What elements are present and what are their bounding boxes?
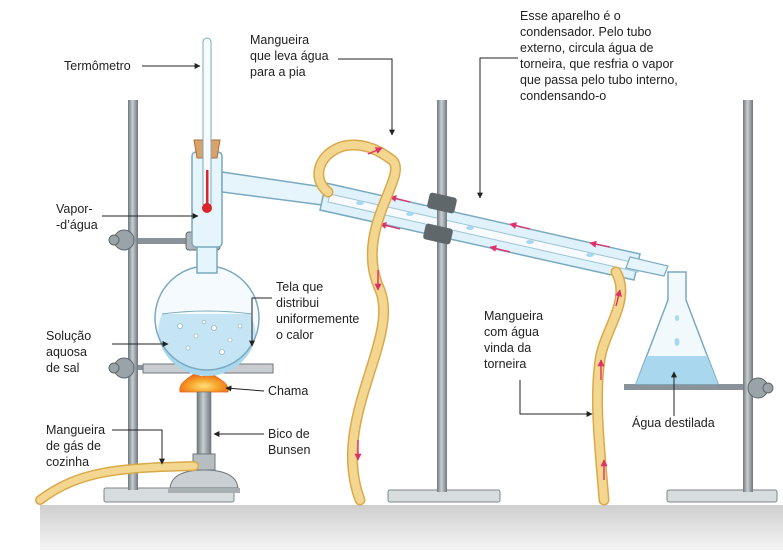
label-flame: Chama [268, 383, 308, 399]
distilling-head [192, 152, 330, 247]
receiving-flask [636, 272, 718, 384]
label-thermometer: Termômetro [64, 58, 131, 74]
inlet-hose [597, 272, 620, 500]
label-wire-gauze: Tela que distribui uniformemente o calor [276, 279, 359, 343]
label-gas-hose: Mangueira de gás de cozinha [46, 422, 105, 470]
label-condenser: Esse aparelho é o condensador. Pelo tubo… [520, 8, 678, 104]
bunsen-burner [168, 392, 240, 493]
middle-support-stand [388, 100, 500, 502]
label-salt-solution: Solução aquosa de sal [46, 328, 91, 376]
label-outlet-hose: Mangueira que leva água para a pia [250, 32, 329, 80]
label-inlet-hose: Mangueira com água vinda da torneira [484, 308, 543, 372]
table-surface [40, 505, 783, 550]
right-support-stand [624, 100, 777, 502]
label-water-vapor: Vapor- -d’água [56, 201, 98, 233]
label-bunsen-burner: Bico de Bunsen [268, 426, 310, 458]
thermometer [202, 38, 212, 213]
label-distilled-water: Água destilada [632, 415, 715, 431]
